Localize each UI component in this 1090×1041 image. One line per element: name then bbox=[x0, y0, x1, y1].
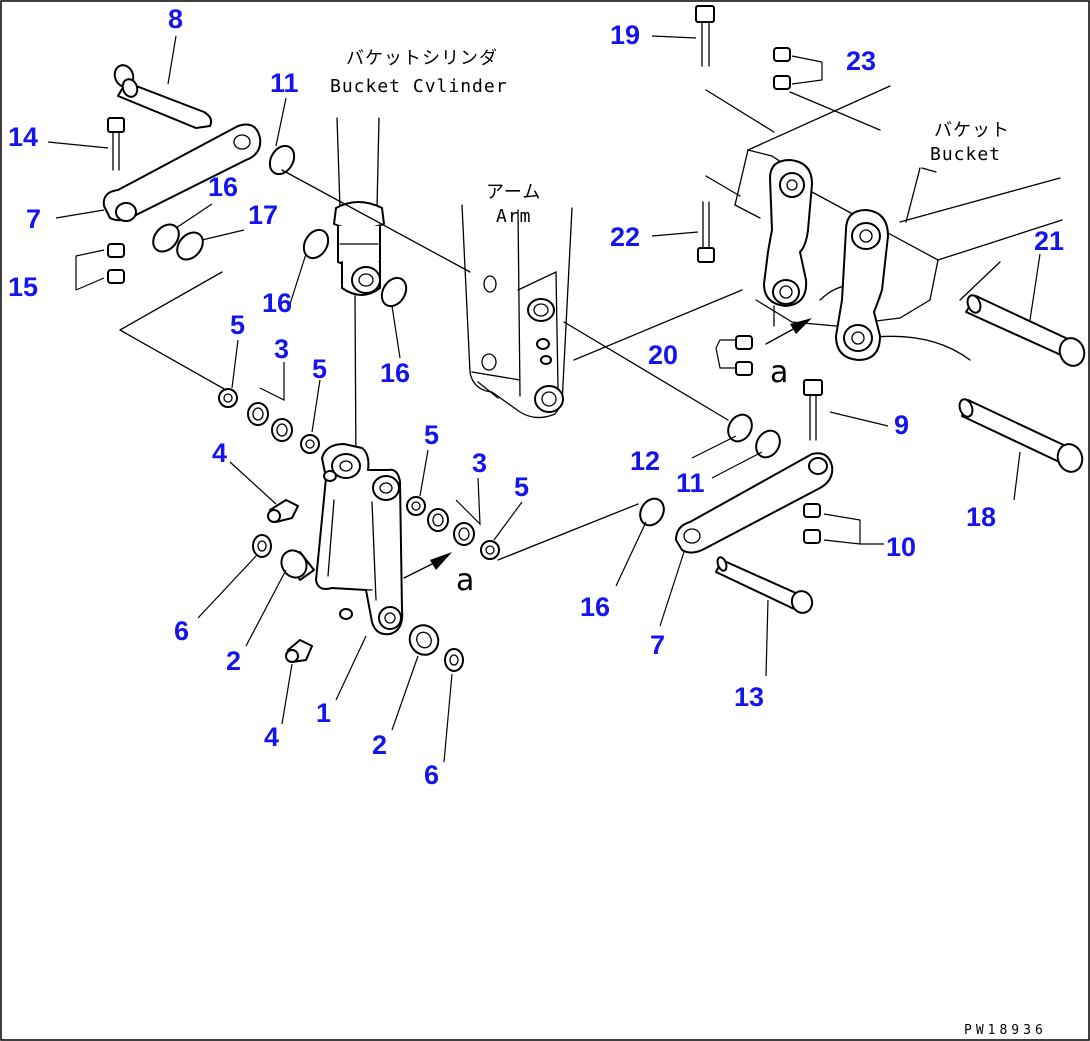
rings-seals-bushings bbox=[218, 388, 500, 672]
callout-23: 23 bbox=[846, 46, 876, 76]
arrow-marker-a-right: a bbox=[770, 355, 788, 390]
callout-4-bottom: 4 bbox=[264, 722, 279, 752]
callout-16-a: 16 bbox=[208, 172, 238, 202]
plate-part-7-left bbox=[102, 123, 262, 222]
bucket-cylinder-caption-en: Bucket Cvlinder bbox=[330, 76, 508, 97]
bolt-part-9 bbox=[803, 379, 823, 441]
callout-3-left: 3 bbox=[274, 334, 289, 364]
nut-part-20 bbox=[735, 335, 753, 376]
callout-18: 18 bbox=[966, 502, 996, 532]
callout-5-a: 5 bbox=[230, 310, 245, 340]
bucket-drawing bbox=[734, 85, 1063, 361]
callout-21: 21 bbox=[1034, 226, 1064, 256]
callout-16-c: 16 bbox=[380, 358, 410, 388]
nut-part-23 bbox=[773, 47, 791, 90]
callout-3-right: 3 bbox=[472, 448, 487, 478]
callout-7-left: 7 bbox=[26, 204, 41, 234]
callout-20: 20 bbox=[648, 340, 678, 370]
nut-part-10 bbox=[803, 503, 821, 544]
nut-part-15 bbox=[107, 243, 125, 284]
callout-13: 13 bbox=[734, 682, 764, 712]
bolt-part-22 bbox=[697, 201, 715, 263]
callout-12: 12 bbox=[630, 446, 660, 476]
arrow-marker-a-left: a bbox=[456, 563, 474, 598]
callout-22: 22 bbox=[610, 222, 640, 252]
pin-part-8 bbox=[113, 64, 213, 129]
bolt-part-14 bbox=[107, 117, 125, 171]
callout-2-left: 2 bbox=[226, 646, 241, 676]
callout-16-b: 16 bbox=[262, 288, 292, 318]
callout-11-top: 11 bbox=[270, 68, 299, 98]
callout-6-left: 6 bbox=[174, 616, 189, 646]
bucket-cylinder-caption-jp: バケットシリンダ bbox=[346, 48, 498, 69]
arm-caption-jp: アーム bbox=[486, 182, 541, 203]
pin-part-13 bbox=[715, 556, 814, 614]
bucket-caption-jp: バケット bbox=[934, 120, 1010, 141]
callout-11-bottom: 11 bbox=[676, 468, 705, 498]
bucket-cylinder-drawing bbox=[333, 117, 385, 471]
link-part-1 bbox=[315, 443, 404, 636]
callout-2-right: 2 bbox=[372, 730, 387, 760]
callout-5-c: 5 bbox=[424, 420, 439, 450]
callout-5-b: 5 bbox=[312, 354, 327, 384]
callout-19: 19 bbox=[610, 20, 640, 50]
callout-16-d: 16 bbox=[580, 592, 610, 622]
callout-numbers: 8 14 7 15 11 16 17 16 16 5 3 5 4 5 3 5 6… bbox=[8, 4, 1064, 790]
leader-lines bbox=[47, 35, 1041, 763]
callout-10: 10 bbox=[886, 532, 916, 562]
callout-9: 9 bbox=[894, 410, 909, 440]
plate-part-7-right bbox=[675, 452, 834, 554]
callout-14: 14 bbox=[8, 122, 38, 152]
bolt-part-19 bbox=[695, 5, 715, 67]
drawing-code: PW18936 bbox=[964, 1023, 1047, 1038]
callout-4-top: 4 bbox=[212, 438, 227, 468]
callout-6-right: 6 bbox=[424, 760, 439, 790]
callout-8: 8 bbox=[168, 4, 183, 34]
callout-5-d: 5 bbox=[514, 472, 529, 502]
callout-17: 17 bbox=[248, 200, 278, 230]
arm-drawing bbox=[461, 204, 573, 419]
shims-and-washers bbox=[152, 144, 781, 527]
callout-15: 15 bbox=[8, 272, 38, 302]
callout-7-right: 7 bbox=[650, 630, 665, 660]
bucket-caption-en: Bucket bbox=[930, 144, 1001, 165]
pin-part-18 bbox=[958, 398, 1084, 473]
callout-1: 1 bbox=[316, 698, 331, 728]
pin-part-21 bbox=[965, 294, 1086, 367]
arm-caption-en: Arm bbox=[496, 206, 532, 227]
